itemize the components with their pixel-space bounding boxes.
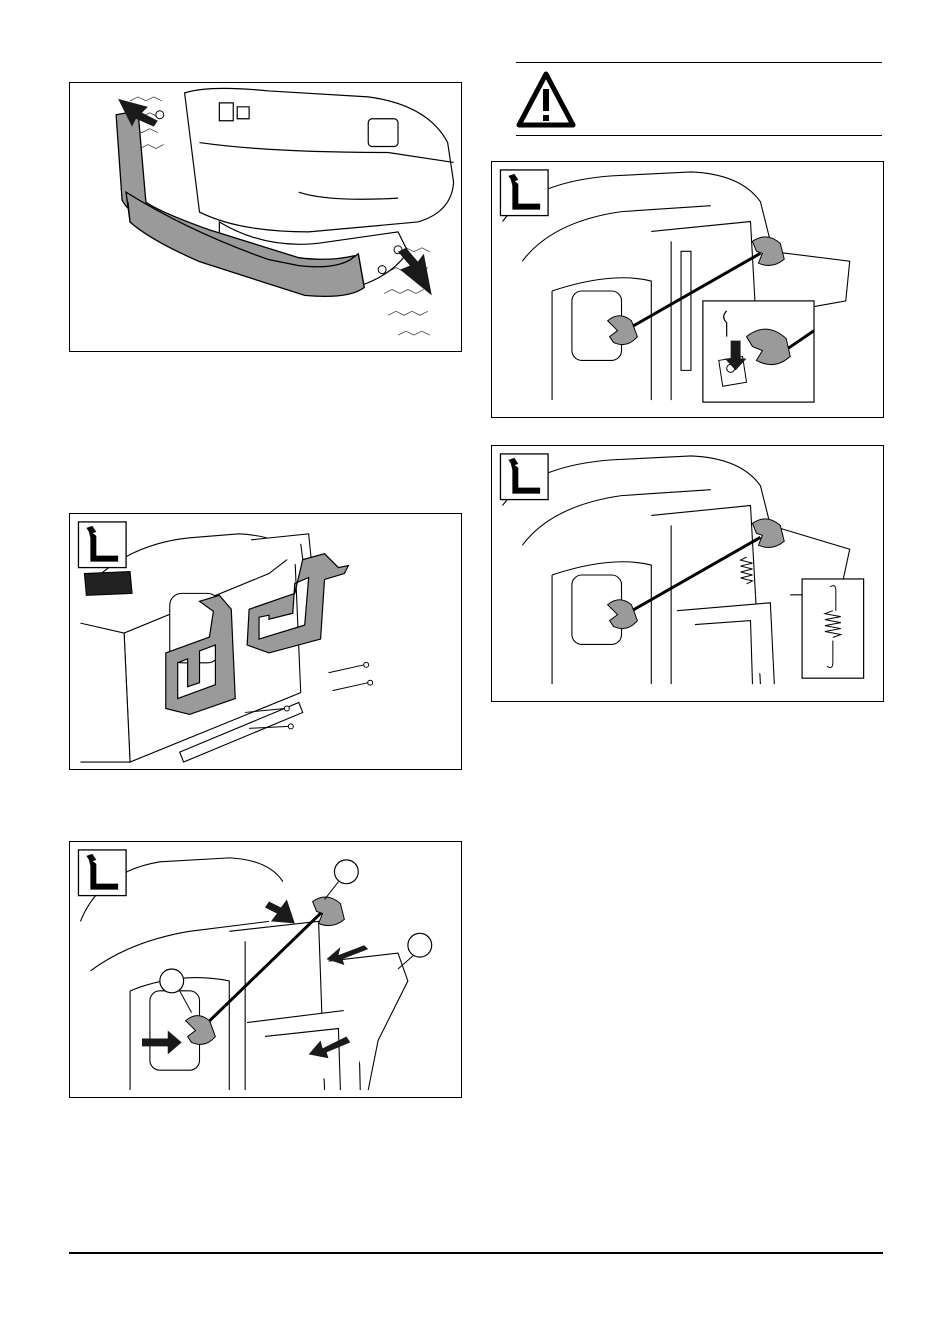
footer-rule bbox=[69, 1252, 883, 1254]
tool-icon bbox=[500, 454, 548, 500]
bumper-illustration bbox=[70, 83, 461, 351]
bracket-mount-illustration bbox=[70, 514, 461, 769]
figure-bracket-mount bbox=[69, 513, 462, 770]
warning-triangle-icon bbox=[516, 71, 576, 129]
arrow-icon bbox=[398, 248, 432, 296]
figure-cotter-pin bbox=[491, 161, 884, 418]
callout-1 bbox=[334, 860, 358, 884]
figure-bumper bbox=[69, 82, 462, 352]
wrench-right bbox=[752, 237, 784, 266]
callout-2 bbox=[408, 933, 432, 957]
callout-3 bbox=[160, 969, 184, 993]
figure-wrench-align bbox=[69, 841, 462, 1098]
tool-icon bbox=[78, 850, 126, 896]
spring-illustration bbox=[492, 446, 883, 701]
warning-block bbox=[516, 62, 882, 136]
arrow-icon bbox=[265, 900, 295, 924]
wrench-align-illustration bbox=[70, 842, 461, 1097]
tool-icon bbox=[500, 170, 548, 216]
cotter-pin-illustration bbox=[492, 162, 883, 417]
figure-spring bbox=[491, 445, 884, 702]
tool-icon bbox=[78, 522, 126, 568]
